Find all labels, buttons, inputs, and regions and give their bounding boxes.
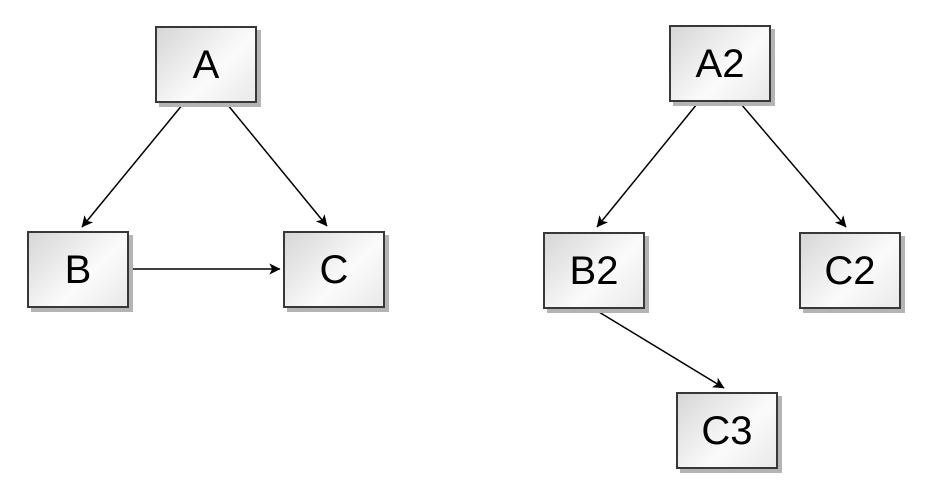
node-B2-label: B2 (569, 248, 619, 293)
node-C2-label: C2 (824, 248, 876, 293)
node-C-label: C (319, 247, 349, 292)
node-A-label: A (192, 42, 220, 87)
edge-A2-to-C2 (740, 103, 847, 228)
node-C: C (283, 231, 385, 308)
node-A: A (155, 26, 257, 103)
edge-A2-to-B2 (596, 103, 698, 228)
node-A2-label: A2 (695, 41, 745, 86)
node-B2: B2 (543, 232, 645, 309)
node-B-label: B (64, 247, 92, 292)
edge-A-to-C (226, 103, 328, 227)
node-A2: A2 (669, 25, 771, 102)
edge-A-to-B (81, 103, 184, 228)
node-C2: C2 (799, 232, 901, 309)
edge-B2-to-C3 (593, 308, 725, 389)
node-C3-label: C3 (701, 408, 753, 453)
node-B: B (27, 231, 129, 308)
node-C3: C3 (676, 392, 778, 469)
